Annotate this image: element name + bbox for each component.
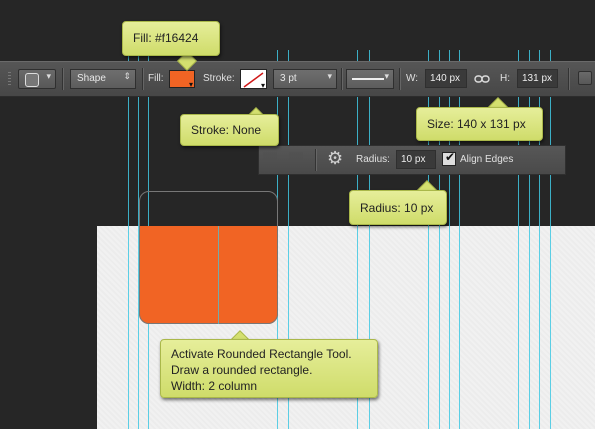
- fill-label: Fill:: [148, 73, 164, 84]
- fill-callout-text: Fill: #f16424: [133, 31, 199, 45]
- guide-line: [539, 50, 540, 429]
- toolbar-grip[interactable]: [8, 72, 11, 86]
- height-label: H:: [500, 73, 510, 84]
- rounded-rect-options-bar: ⚙ Radius: 10 px ✔ Align Edges: [258, 145, 566, 175]
- stroke-style-select[interactable]: ▾: [346, 69, 394, 89]
- guide-line: [449, 50, 450, 429]
- instruction-line-1: Activate Rounded Rectangle Tool.: [171, 347, 352, 361]
- path-ops-icon[interactable]: [263, 152, 277, 166]
- select-arrows-icon: ⇕: [123, 71, 131, 81]
- chevron-down-icon: ▾: [384, 71, 389, 81]
- instructions-callout: Activate Rounded Rectangle Tool. Draw a …: [160, 339, 378, 398]
- width-field[interactable]: 140 px: [425, 69, 467, 88]
- stroke-width-select[interactable]: 3 pt ▾: [273, 69, 337, 89]
- fill-swatch-icon[interactable]: ▾: [169, 70, 195, 89]
- height-value: 131 px: [522, 73, 553, 84]
- chevron-down-icon: ▾: [46, 71, 51, 81]
- guide-line: [288, 50, 289, 429]
- guide-line: [529, 50, 530, 429]
- guide-line: [138, 50, 139, 429]
- radius-callout-text: Radius: 10 px: [360, 201, 434, 215]
- stroke-label: Stroke:: [203, 73, 235, 84]
- guide-line: [459, 50, 460, 429]
- width-label: W:: [406, 73, 419, 84]
- guide-line: [128, 50, 129, 429]
- tool-mode-value: Shape: [77, 73, 106, 84]
- stroke-callout: Stroke: None: [180, 114, 279, 146]
- rounded-rectangle-shape[interactable]: [139, 226, 278, 324]
- guide-line: [518, 50, 519, 429]
- instruction-line-3: Width: 2 column: [171, 379, 258, 393]
- guide-line: [369, 50, 370, 429]
- radius-value: 10 px: [401, 154, 426, 165]
- path-arrange-icon[interactable]: [289, 152, 303, 166]
- size-callout-text: Size: 140 x 131 px: [427, 117, 526, 131]
- fill-callout: Fill: #f16424: [122, 21, 220, 56]
- stroke-callout-text: Stroke: None: [191, 123, 262, 137]
- align-edges-label: Align Edges: [460, 154, 514, 165]
- options-bar: ▾ Shape ⇕ Fill: ▾ Stroke: ▾ 3 pt ▾ ▾ W: …: [0, 61, 595, 97]
- instruction-line-2: Draw a rounded rectangle.: [171, 363, 313, 377]
- gear-icon[interactable]: ⚙: [327, 148, 344, 168]
- size-callout: Size: 140 x 131 px: [416, 107, 543, 141]
- shape-selection-outline: [139, 191, 278, 324]
- guide-line: [439, 50, 440, 429]
- radius-label: Radius:: [356, 154, 390, 165]
- path-operations-button[interactable]: [578, 71, 592, 85]
- chevron-down-icon: ▾: [327, 71, 332, 81]
- check-icon: ✔: [445, 150, 456, 164]
- link-icon[interactable]: [474, 72, 490, 86]
- guide-line: [550, 50, 551, 429]
- column-guide-on-shape: [218, 226, 219, 324]
- shape-tool-preset-button[interactable]: ▾: [18, 69, 56, 89]
- guide-line: [357, 50, 358, 429]
- guide-line: [428, 50, 429, 429]
- shape-mode-icon: [25, 73, 39, 87]
- radius-field[interactable]: 10 px: [396, 150, 436, 169]
- stroke-style-icon: [352, 78, 384, 80]
- height-field[interactable]: 131 px: [517, 69, 558, 88]
- width-value: 140 px: [430, 73, 461, 84]
- align-edges-checkbox[interactable]: ✔: [442, 150, 456, 166]
- radius-callout: Radius: 10 px: [349, 190, 447, 225]
- stroke-width-value: 3 pt: [280, 73, 297, 84]
- stroke-none-icon[interactable]: ▾: [240, 69, 267, 89]
- tool-mode-select[interactable]: Shape ⇕: [70, 69, 136, 89]
